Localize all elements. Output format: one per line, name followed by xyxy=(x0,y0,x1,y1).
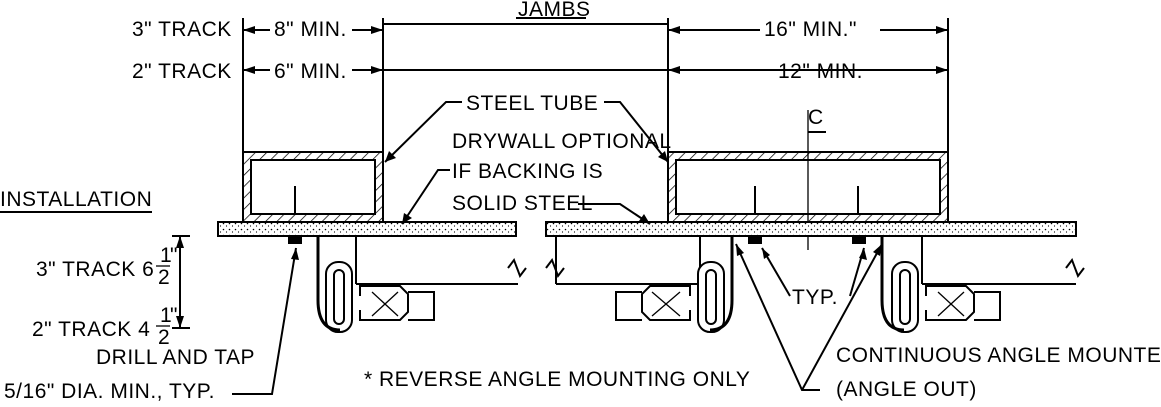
drywall-label-2: IF BACKING IS xyxy=(452,160,603,183)
drywall-label-1: DRYWALL OPTIONAL xyxy=(452,130,672,153)
min16-label: 16" MIN." xyxy=(764,18,857,41)
track2-label: 2" TRACK xyxy=(132,60,232,83)
leader-lines xyxy=(0,101,883,395)
drywall-strip xyxy=(217,221,1077,237)
jambs-label: JAMBS xyxy=(518,0,591,21)
reverse-note: * REVERSE ANGLE MOUNTING ONLY xyxy=(364,368,750,391)
track3-dim-label: 3" TRACK 6 xyxy=(36,258,154,281)
steel-tube-left xyxy=(242,151,384,223)
min12-label: 12" MIN. xyxy=(778,60,863,83)
min8-label: 8" MIN. xyxy=(274,18,347,41)
dimension-lines xyxy=(242,17,949,180)
track3-inch: " xyxy=(170,244,178,267)
track-assembly-right xyxy=(852,235,1085,333)
min6-label: 6" MIN. xyxy=(274,60,347,83)
track3-frac-num: 1 xyxy=(160,244,172,267)
track2-frac-den: 2 xyxy=(158,326,170,349)
drill-label-2: 5/16" DIA. MIN., TYP. xyxy=(4,380,215,403)
typ-label: TYP. xyxy=(792,286,838,309)
centerline-label: C xyxy=(808,106,824,129)
track3-frac-den: 2 xyxy=(158,266,170,289)
drill-label-1: DRILL AND TAP xyxy=(96,346,255,369)
drywall-label-3: SOLID STEEL xyxy=(452,192,593,215)
continuous-label-1: CONTINUOUS ANGLE MOUNTED xyxy=(836,344,1161,367)
installation-label: INSTALLATION xyxy=(0,188,152,211)
track-assembly-left xyxy=(288,235,527,333)
steel-tube-label: STEEL TUBE xyxy=(466,92,598,115)
track3-label: 3" TRACK xyxy=(132,18,232,41)
track-assembly-middle xyxy=(545,235,762,333)
track2-inch: " xyxy=(170,304,178,327)
continuous-label-2: (ANGLE OUT) xyxy=(836,378,977,401)
track2-frac-num: 1 xyxy=(160,304,172,327)
track2-dim-label: 2" TRACK 4 xyxy=(32,318,150,341)
